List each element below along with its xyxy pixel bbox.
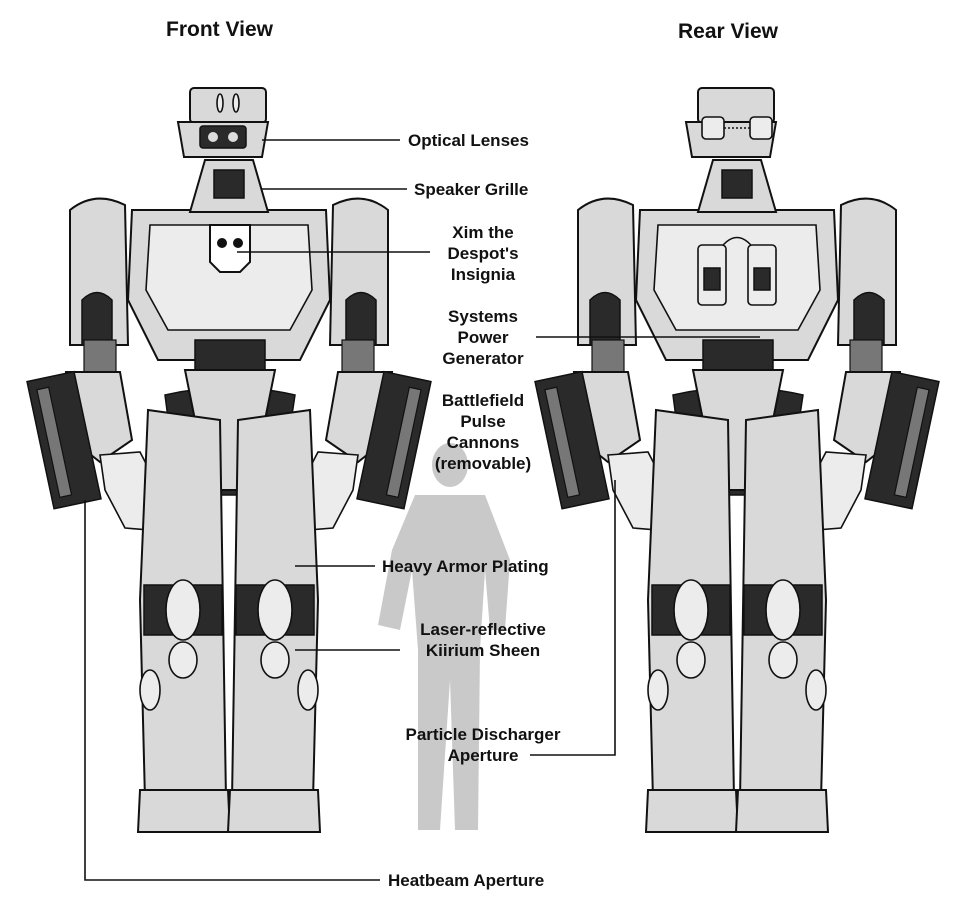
label-line: Kiirium Sheen xyxy=(425,641,541,660)
label-line: Xim the xyxy=(452,223,514,242)
label-insignia: Xim the Despot's Insignia xyxy=(430,222,536,285)
rear-view-title: Rear View xyxy=(678,20,779,43)
label-kiirium-sheen: Laser-reflective Kiirium Sheen xyxy=(400,619,566,661)
label-speaker-grille: Speaker Grille xyxy=(414,180,529,199)
rear-head xyxy=(684,87,778,158)
label-line: Systems xyxy=(448,307,518,326)
label-line: Insignia xyxy=(450,265,516,284)
label-line: Aperture xyxy=(447,746,519,765)
label-armor-plating: Heavy Armor Plating xyxy=(382,557,549,576)
label-line: Laser-reflective xyxy=(420,620,546,639)
label-optical-lenses: Optical Lenses xyxy=(408,131,529,150)
label-pulse-cannons: Battlefield Pulse Cannons (removable) xyxy=(425,390,541,474)
label-line: (removable) xyxy=(434,454,532,473)
robot-rear-view xyxy=(534,87,940,833)
label-line: Battlefield xyxy=(441,391,525,410)
label-line: Particle Discharger xyxy=(405,725,561,744)
label-power-generator: Systems Power Generator xyxy=(430,306,536,369)
label-line: Despot's xyxy=(447,244,519,263)
optical-lenses xyxy=(176,87,270,158)
label-line: Generator xyxy=(442,349,524,368)
label-heatbeam: Heatbeam Aperture xyxy=(388,871,545,890)
label-particle-discharger: Particle Discharger Aperture xyxy=(385,724,581,766)
front-view-title: Front View xyxy=(166,18,273,41)
power-generator xyxy=(697,236,777,306)
label-line: Cannons xyxy=(446,433,520,452)
robot-front-view xyxy=(26,87,432,833)
leader-lines xyxy=(84,139,760,881)
human-scale-silhouette xyxy=(378,443,510,830)
insignia-skull xyxy=(209,224,251,273)
label-line: Pulse xyxy=(460,412,506,431)
label-line: Power xyxy=(457,328,509,347)
